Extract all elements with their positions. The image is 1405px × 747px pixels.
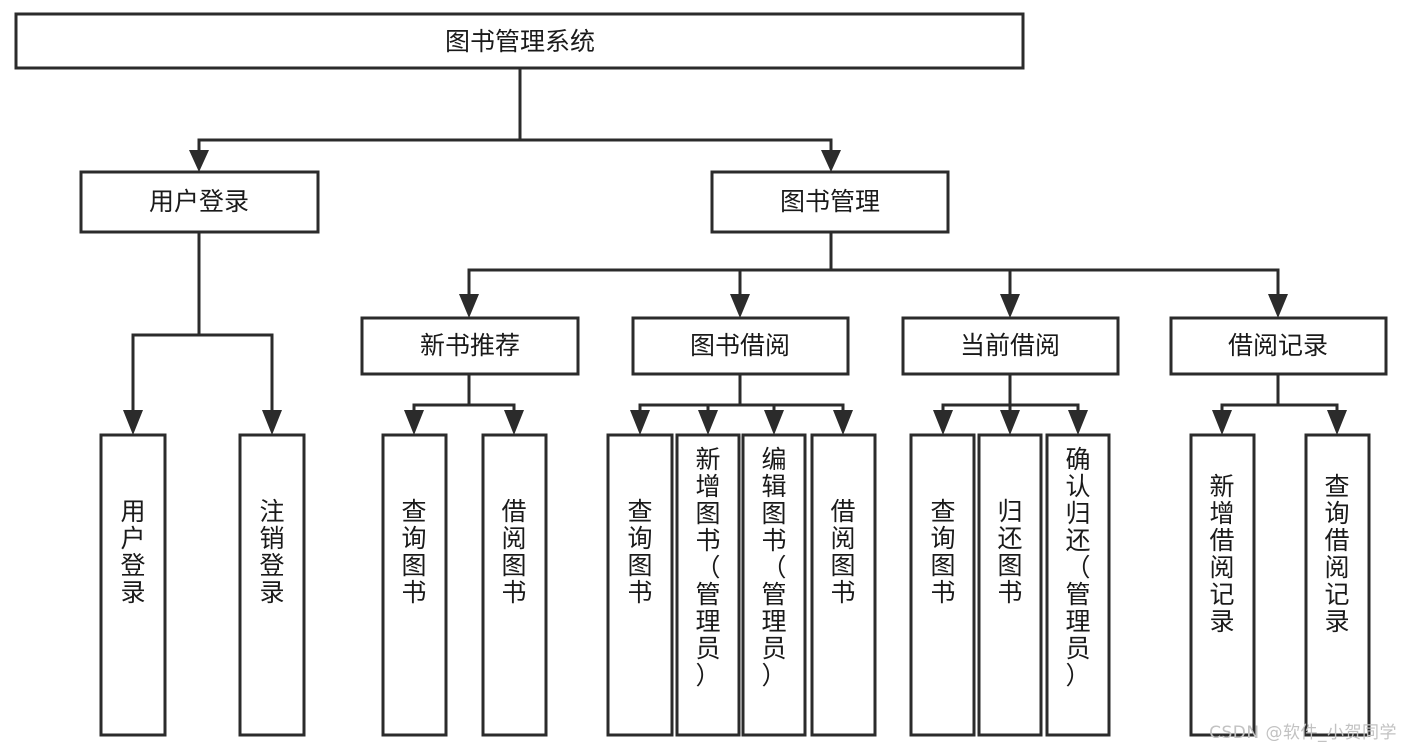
node-borrow-record-box[interactable] bbox=[1169, 316, 1388, 376]
leaf-add-record[interactable]: 新增借阅记录 bbox=[1189, 433, 1256, 737]
leaf-confirm-return-label: 确认归还（管理员） bbox=[1065, 445, 1090, 690]
arrow-newbook-leaf-1 bbox=[404, 410, 424, 435]
node-book-management[interactable]: 图书管理 bbox=[710, 170, 950, 234]
leaf-edit-book-label: 编辑图书（管理员） bbox=[761, 445, 786, 690]
leaf-query-book-2[interactable]: 查询图书 bbox=[606, 433, 674, 737]
leaf-user-login-label: 用户登录 bbox=[120, 497, 145, 607]
leaf-query-book-3-box[interactable] bbox=[909, 433, 976, 737]
leaf-query-book-1-box[interactable] bbox=[381, 433, 448, 737]
arrow-bookborrow-leaf-3 bbox=[764, 410, 784, 435]
leaf-add-book[interactable]: 新增图书（管理员） bbox=[675, 433, 741, 737]
leaf-query-book-2-box[interactable] bbox=[606, 433, 674, 737]
arrow-root-to-user-login bbox=[189, 150, 209, 172]
leaf-edit-book-box[interactable] bbox=[741, 433, 807, 737]
arrow-currentborrow-leaf-3 bbox=[1068, 410, 1088, 435]
leaf-return-book[interactable]: 归还图书 bbox=[977, 433, 1043, 737]
leaf-borrow-book-2-box[interactable] bbox=[810, 433, 877, 737]
arrow-bookborrow-leaf-2 bbox=[698, 410, 718, 435]
node-current-borrow-box[interactable] bbox=[901, 316, 1120, 376]
node-book-borrow[interactable]: 图书借阅 bbox=[631, 316, 850, 376]
leaf-borrow-book-1[interactable]: 借阅图书 bbox=[481, 433, 548, 737]
node-user-login-label: 用户登录 bbox=[149, 187, 249, 216]
node-borrow-record-label: 借阅记录 bbox=[1228, 331, 1328, 360]
leaf-user-login-box[interactable] bbox=[99, 433, 167, 737]
arrow-to-book-borrow bbox=[730, 294, 750, 318]
leaf-edit-book[interactable]: 编辑图书（管理员） bbox=[741, 433, 807, 737]
arrow-root-to-book-management bbox=[821, 150, 841, 172]
leaf-query-book-3-label: 查询图书 bbox=[930, 497, 955, 607]
node-user-login[interactable]: 用户登录 bbox=[79, 170, 320, 234]
arrow-bookborrow-leaf-4 bbox=[833, 410, 853, 435]
node-book-borrow-label: 图书借阅 bbox=[690, 331, 790, 360]
leaf-query-book-3[interactable]: 查询图书 bbox=[909, 433, 976, 737]
node-root-box[interactable] bbox=[14, 12, 1025, 70]
arrow-user-login-leaf-1 bbox=[123, 410, 143, 435]
node-book-borrow-box[interactable] bbox=[631, 316, 850, 376]
arrow-borrowrecord-leaf-1 bbox=[1212, 410, 1232, 435]
leaf-query-book-1-label: 查询图书 bbox=[401, 497, 426, 607]
node-new-book-recommend[interactable]: 新书推荐 bbox=[360, 316, 580, 376]
leaf-user-login[interactable]: 用户登录 bbox=[99, 433, 167, 737]
leaf-return-book-label: 归还图书 bbox=[997, 497, 1022, 607]
leaf-add-book-label: 新增图书（管理员） bbox=[695, 445, 720, 690]
leaf-confirm-return[interactable]: 确认归还（管理员） bbox=[1045, 433, 1111, 737]
node-root[interactable]: 图书管理系统 bbox=[14, 12, 1025, 70]
leaf-return-book-box[interactable] bbox=[977, 433, 1043, 737]
arrow-user-login-leaf-2 bbox=[262, 410, 282, 435]
leaf-add-record-box[interactable] bbox=[1189, 433, 1256, 737]
node-new-book-recommend-label: 新书推荐 bbox=[420, 331, 520, 360]
csdn-watermark: CSDN @软件_小贺同学 bbox=[1209, 723, 1397, 743]
node-new-book-recommend-box[interactable] bbox=[360, 316, 580, 376]
leaf-borrow-book-1-box[interactable] bbox=[481, 433, 548, 737]
node-borrow-record[interactable]: 借阅记录 bbox=[1169, 316, 1388, 376]
arrow-currentborrow-leaf-2 bbox=[1000, 410, 1020, 435]
leaf-logout-login-label: 注销登录 bbox=[259, 497, 284, 607]
node-current-borrow[interactable]: 当前借阅 bbox=[901, 316, 1120, 376]
arrow-bookborrow-leaf-1 bbox=[630, 410, 650, 435]
leaf-logout-login-box[interactable] bbox=[238, 433, 306, 737]
arrow-to-borrow-record bbox=[1268, 294, 1288, 318]
connector-layer bbox=[123, 66, 1347, 435]
node-book-management-label: 图书管理 bbox=[780, 187, 880, 216]
leaf-borrow-book-2-label: 借阅图书 bbox=[830, 497, 855, 607]
node-user-login-box[interactable] bbox=[79, 170, 320, 234]
leaf-query-record[interactable]: 查询借阅记录 bbox=[1304, 433, 1371, 737]
leaf-logout-login[interactable]: 注销登录 bbox=[238, 433, 306, 737]
leaf-add-book-box[interactable] bbox=[675, 433, 741, 737]
arrow-currentborrow-leaf-1 bbox=[933, 410, 953, 435]
arrow-borrowrecord-leaf-2 bbox=[1327, 410, 1347, 435]
arrow-to-new-book-recommend bbox=[459, 294, 479, 318]
node-root-label: 图书管理系统 bbox=[445, 27, 595, 56]
leaf-query-record-box[interactable] bbox=[1304, 433, 1371, 737]
arrow-to-current-borrow bbox=[1000, 294, 1020, 318]
leaf-borrow-book-1-label: 借阅图书 bbox=[501, 497, 526, 607]
leaf-add-record-label: 新增借阅记录 bbox=[1209, 472, 1234, 636]
leaf-query-book-1[interactable]: 查询图书 bbox=[381, 433, 448, 737]
leaf-confirm-return-box[interactable] bbox=[1045, 433, 1111, 737]
node-book-management-box[interactable] bbox=[710, 170, 950, 234]
arrow-newbook-leaf-2 bbox=[504, 410, 524, 435]
node-current-borrow-label: 当前借阅 bbox=[960, 331, 1060, 360]
leaf-query-book-2-label: 查询图书 bbox=[627, 497, 652, 607]
leaf-borrow-book-2[interactable]: 借阅图书 bbox=[810, 433, 877, 737]
leaf-query-record-label: 查询借阅记录 bbox=[1324, 472, 1349, 636]
